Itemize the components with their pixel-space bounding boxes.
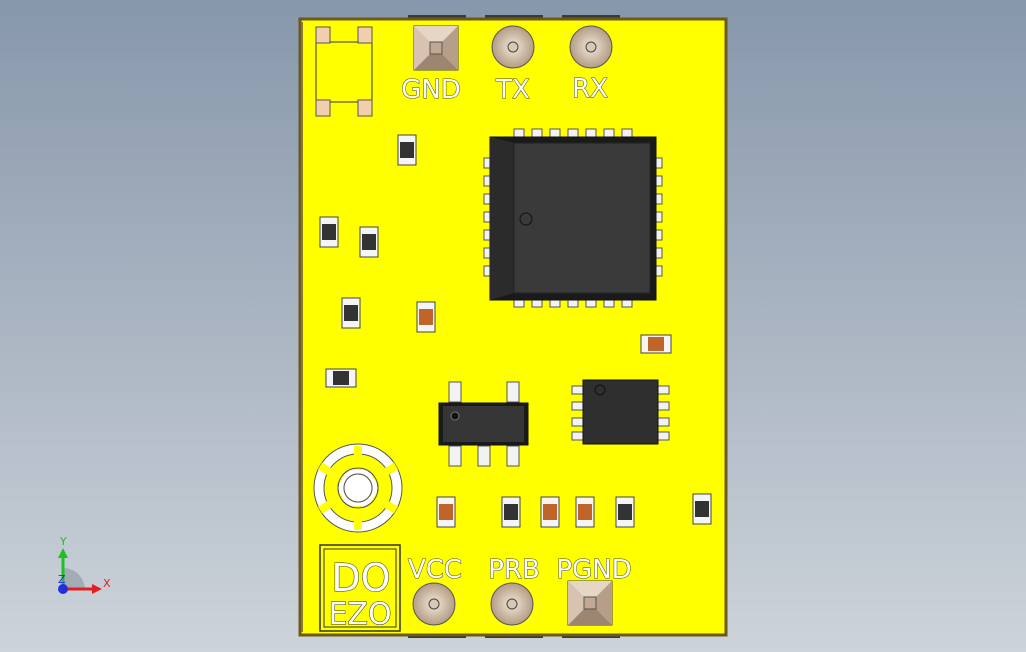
tx-pad[interactable] xyxy=(491,25,535,69)
gnd-pad[interactable] xyxy=(413,25,459,71)
gnd-label: GND xyxy=(401,75,461,105)
z-axis-dot xyxy=(58,584,68,594)
sot23-regulator[interactable] xyxy=(438,381,529,467)
y-axis-label: Y xyxy=(59,535,67,548)
vcc-pad[interactable] xyxy=(412,582,456,626)
do-ezo-logo: DO EZO xyxy=(319,544,401,633)
logo-line-do: DO xyxy=(331,556,390,600)
rx-pad[interactable] xyxy=(569,25,613,69)
switch-footprint xyxy=(315,26,373,117)
smd-components xyxy=(319,134,712,528)
prb-pad[interactable] xyxy=(490,582,534,626)
pgnd-pad[interactable] xyxy=(567,580,613,626)
logo-line-ezo: EZO xyxy=(328,597,391,632)
vcc-label: VCC xyxy=(408,555,462,585)
prb-label: PRB xyxy=(488,555,540,585)
coordinate-triad[interactable]: Y X Z xyxy=(58,535,111,594)
rx-label: RX xyxy=(572,74,608,104)
pcb-board[interactable] xyxy=(298,17,728,637)
microcontroller-chip[interactable] xyxy=(483,128,663,308)
tx-label: TX xyxy=(495,75,530,105)
mounting-hole xyxy=(313,443,403,533)
soic8-chip[interactable] xyxy=(571,379,670,445)
x-axis-label: X xyxy=(103,577,111,590)
pgnd-label: PGND xyxy=(556,555,631,585)
z-axis-label: Z xyxy=(58,573,66,586)
